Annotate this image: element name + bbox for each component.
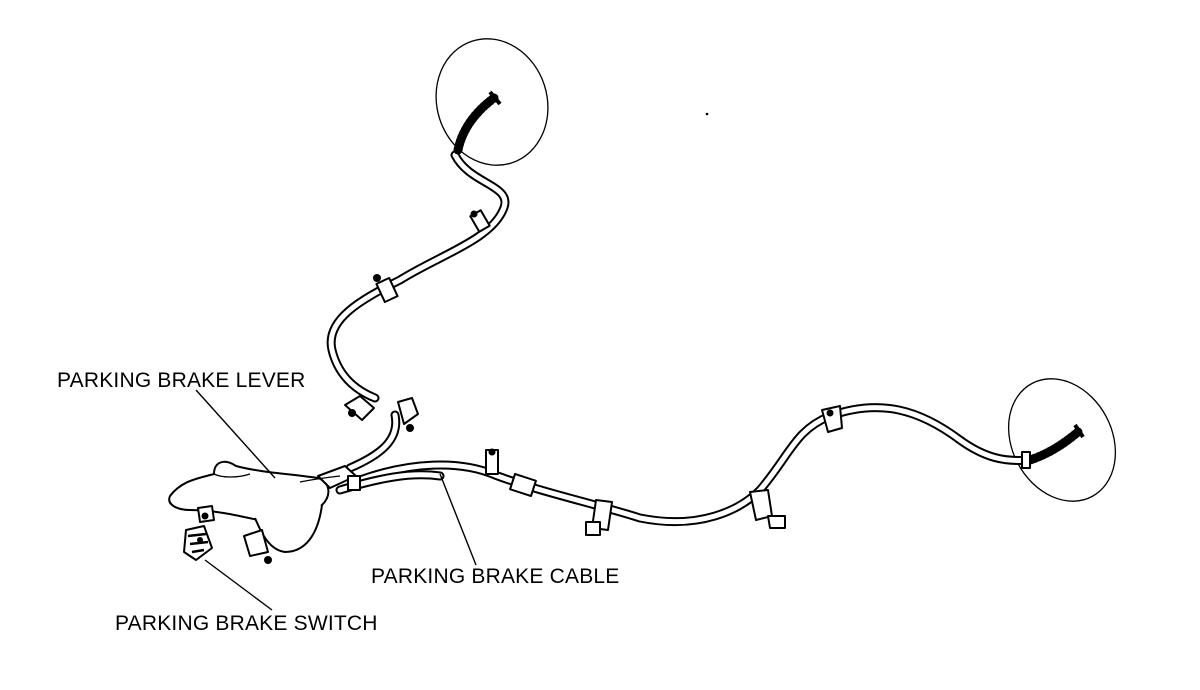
cable-clip bbox=[821, 405, 843, 433]
cable-clip bbox=[344, 395, 375, 421]
lever-leader-line bbox=[195, 389, 276, 479]
cable-clip bbox=[509, 472, 537, 498]
cable-clip bbox=[1021, 451, 1031, 469]
parking-brake-switch bbox=[183, 525, 213, 561]
cable-clip bbox=[397, 397, 419, 432]
left-rear-detail-ellipse bbox=[435, 38, 549, 166]
left-cable-end bbox=[488, 90, 502, 106]
cable-clip bbox=[469, 209, 491, 233]
cable-leader-line bbox=[439, 473, 477, 566]
cable-clips bbox=[344, 209, 1031, 536]
cable-clip bbox=[373, 274, 399, 304]
parking-brake-lever bbox=[168, 460, 361, 564]
switch-leader-line bbox=[204, 559, 273, 611]
right-cable-end bbox=[1073, 423, 1085, 439]
parking-brake-cable-label: PARKING BRAKE CABLE bbox=[371, 565, 620, 588]
cable-clip bbox=[749, 489, 786, 529]
speck bbox=[705, 112, 709, 116]
cable-clip bbox=[485, 448, 499, 475]
parking-brake-lever-label: PARKING BRAKE LEVER bbox=[57, 369, 306, 392]
right-cable-spring bbox=[1025, 427, 1083, 465]
parking-brake-switch-label: PARKING BRAKE SWITCH bbox=[115, 612, 378, 635]
left-rear-cable bbox=[326, 90, 510, 403]
equalizer-branch bbox=[345, 410, 401, 473]
left-cable-spring bbox=[453, 93, 499, 155]
cable-clip bbox=[585, 499, 613, 536]
